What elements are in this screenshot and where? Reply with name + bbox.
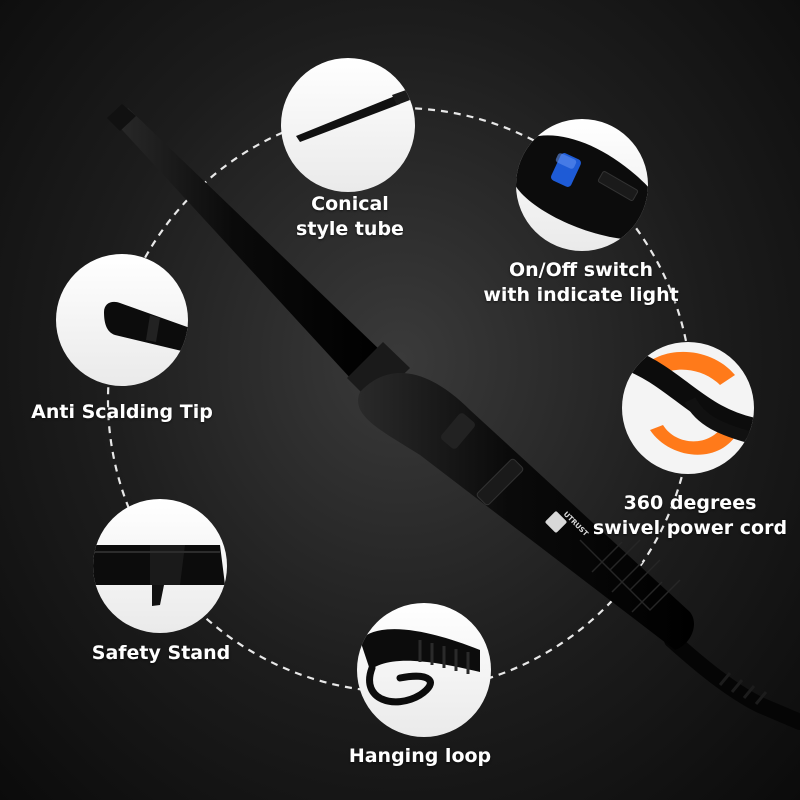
label-swivel-cord: 360 degrees swivel power cord [590, 491, 790, 541]
label-on-off-switch-line-2: with indicate light [483, 284, 679, 306]
label-anti-scalding-tip-line-1: Anti Scalding Tip [31, 401, 213, 423]
label-conical-tube-line-2: style tube [296, 218, 404, 240]
label-anti-scalding-tip: Anti Scalding Tip [24, 400, 220, 425]
label-safety-stand: Safety Stand [86, 641, 236, 666]
hanging-loop-icon [360, 629, 480, 706]
hanging-loop-callout [357, 603, 491, 737]
label-conical-tube: Conical style tube [282, 192, 418, 242]
label-swivel-cord-line-1: 360 degrees [623, 492, 757, 514]
safety-stand-callout [93, 499, 227, 633]
handle [358, 372, 695, 650]
label-safety-stand-line-1: Safety Stand [91, 642, 231, 664]
barrel [113, 108, 382, 380]
label-hanging-loop-line-1: Hanging loop [348, 745, 492, 767]
conical-tube-callout [281, 58, 415, 192]
swivel-cord-callout [622, 342, 754, 474]
label-conical-tube-line-1: Conical [311, 193, 389, 215]
curling-iron [107, 104, 800, 730]
anti-scalding-tip-callout [56, 254, 188, 386]
label-on-off-switch-line-1: On/Off switch [508, 259, 654, 281]
power-switch-icon [516, 135, 648, 240]
conical-tube-icon [296, 90, 410, 142]
label-on-off-switch: On/Off switch with indicate light [481, 258, 681, 308]
safety-stand-icon [93, 545, 225, 606]
label-swivel-cord-line-2: swivel power cord [592, 517, 788, 539]
label-hanging-loop: Hanging loop [340, 744, 500, 769]
swivel-cord-icon [622, 349, 754, 455]
anti-scalding-tip-icon [104, 301, 188, 352]
on-off-switch-callout [516, 119, 648, 251]
